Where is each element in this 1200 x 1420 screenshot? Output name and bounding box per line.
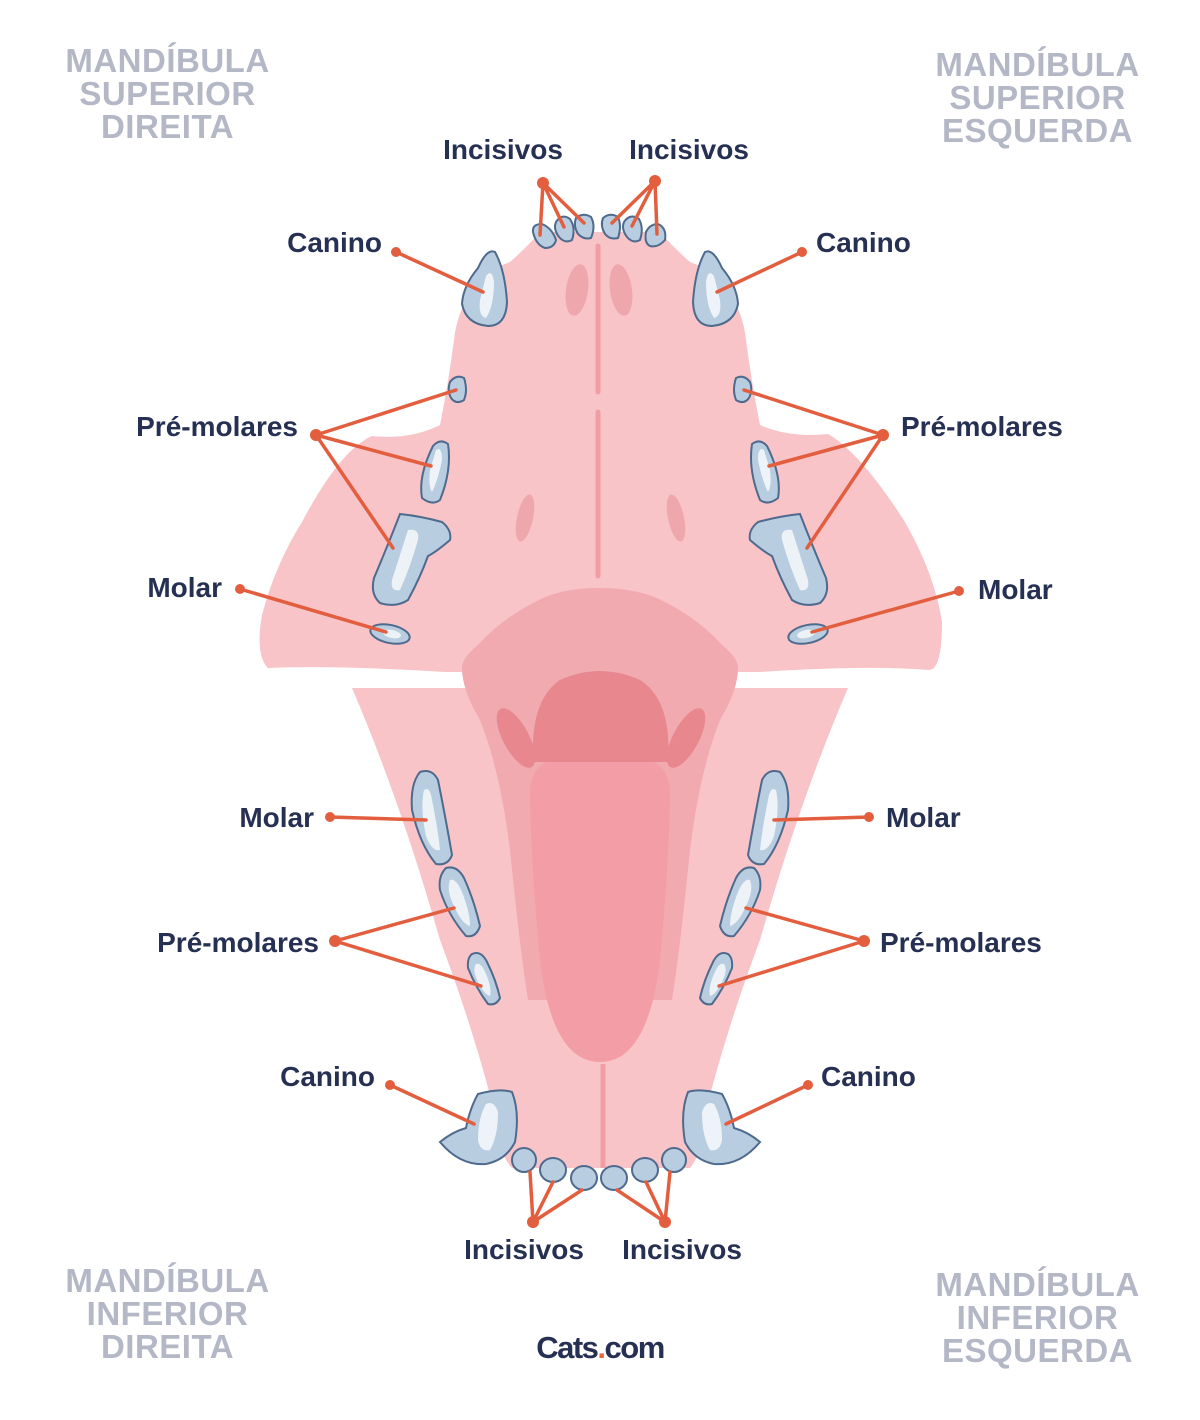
leader-upper-premolars-b [742,388,885,550]
label-upper-premolars-b: Pré-molares [901,411,1063,442]
label-upper-molar-a: Molar [147,572,222,603]
tooth-highlight [730,879,752,926]
tooth-highlight [758,449,771,492]
leader-lower-molar-b [772,815,871,822]
leader-dot [527,1216,539,1228]
leader-lower-incisors-b [615,1170,672,1224]
leader-upper-canine-a [394,250,485,294]
leader-upper-premolars-a [314,388,458,550]
tooth-highlight [474,963,491,996]
tooth-highlight [706,273,721,318]
tooth-highlight [391,529,419,591]
label-lower-incisors-a: Incisivos [464,1234,584,1265]
label-lower-canine-a: Canino [280,1061,375,1092]
label-upper-molar-b: Molar [978,574,1053,605]
tooth-highlight [478,1103,498,1151]
leader-dot [310,429,322,441]
upper-incisor-tooth [554,215,575,243]
leader-upper-incisors-a [538,181,586,237]
leader-dot [858,935,870,947]
label-upper-canine-b: Canino [816,227,911,258]
leader-lower-canine-a [388,1083,476,1126]
leader-upper-molar-a [238,587,388,634]
leader-upper-incisors-b [610,179,659,236]
lower-incisor-tooth [570,1165,598,1191]
tongue [529,762,671,1062]
leader-upper-molar-b [810,589,961,634]
label-lower-molar-a: Molar [239,802,314,833]
tooth-highlight [479,273,494,318]
leader-dots [235,175,964,1228]
leader-dot [864,812,874,822]
leader-lower-canine-b [724,1083,810,1126]
tooth-highlight [422,789,440,851]
leader-dot [235,584,245,594]
tooth-highlight [448,879,470,926]
leader-dot [537,177,549,189]
quadrant-label-lower-left: MANDÍBULA INFERIOR ESQUERDA [935,1266,1140,1369]
tooth-labels: Incisivos Incisivos Canino Canino Pré-mo… [136,134,1063,1265]
quadrant-label-upper-right: MANDÍBULA SUPERIOR DIREITA [65,42,270,145]
leader-lower-premolars-b [717,906,866,988]
leader-dot [385,1080,395,1090]
tooth-highlight [760,789,778,851]
palatine-fold [666,494,686,542]
tooth-highlight [429,449,442,492]
soft-palate [532,671,669,762]
leader-dot [659,1216,671,1228]
tonsil-left [496,708,536,768]
label-lower-molar-b: Molar [886,802,961,833]
leader-dot [329,935,341,947]
leader-dot [391,247,401,257]
leader-dot [877,429,889,441]
tooth-highlight [702,1103,722,1151]
label-upper-premolars-a: Pré-molares [136,411,298,442]
label-lower-canine-b: Canino [821,1061,916,1092]
palatine-fold [609,264,633,316]
lower-incisor-tooth [539,1157,567,1183]
leader-dot [649,175,661,187]
leader-upper-canine-b [715,250,804,294]
leader-dot [954,586,964,596]
lower-incisor-tooth [661,1147,687,1173]
lower-canine-tooth [438,1089,518,1166]
label-lower-premolars-a: Pré-molares [157,927,319,958]
label-upper-incisors-b: Incisivos [629,134,749,165]
tooth-highlight [781,529,809,591]
leader-lower-molar-a [328,815,428,822]
leader-dot [797,247,807,257]
leader-lines [238,179,961,1224]
palatine-fold [515,494,535,542]
lower-incisor-tooth [600,1165,628,1191]
label-lower-incisors-b: Incisivos [622,1234,742,1265]
leader-dot [325,812,335,822]
throat [462,588,738,1062]
leader-lower-incisors-a [528,1170,584,1224]
upper-incisor-tooth [622,215,643,243]
leader-dot [803,1080,813,1090]
upper-palate [259,232,942,672]
upper-incisor-tooth [644,222,667,248]
upper-jaw [259,232,942,672]
lower-incisor-tooth [511,1147,537,1173]
label-upper-canine-a: Canino [287,227,382,258]
label-lower-premolars-b: Pré-molares [880,927,1042,958]
tooth-highlight [709,963,726,996]
palatine-fold [565,264,589,316]
tonsil-right [666,708,706,768]
lower-incisor-tooth [631,1157,659,1183]
lower-canine-tooth [682,1089,762,1166]
quadrant-label-lower-right: MANDÍBULA INFERIOR DIREITA [65,1262,270,1365]
leader-lower-premolars-a [333,906,483,988]
label-upper-incisors-a: Incisivos [443,134,563,165]
brand-logo: Cats.com [536,1330,665,1365]
quadrant-label-upper-left: MANDÍBULA SUPERIOR ESQUERDA [935,46,1140,149]
